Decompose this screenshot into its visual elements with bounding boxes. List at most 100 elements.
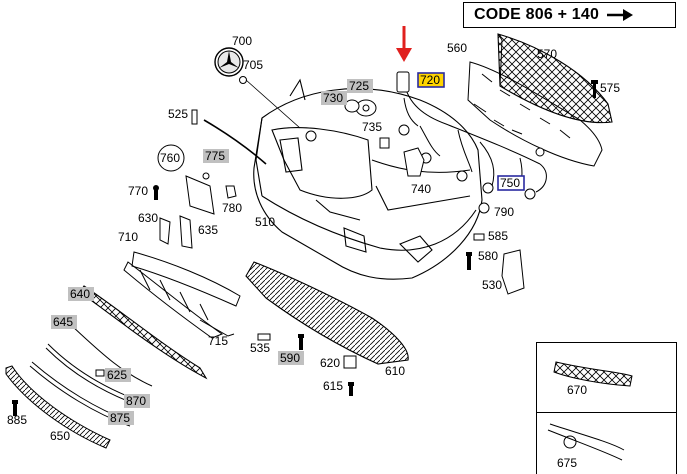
part-number-530: 530 bbox=[482, 278, 502, 292]
part-label-bg-870 bbox=[124, 394, 150, 408]
star-emblem-icon bbox=[305, 130, 317, 142]
part-label-705: 705 bbox=[243, 58, 263, 72]
part-number-715: 715 bbox=[208, 334, 228, 348]
part-number-620: 620 bbox=[320, 356, 340, 370]
part-label-bg-730 bbox=[321, 91, 347, 105]
bracket-630-icon bbox=[159, 215, 193, 249]
part-labels: 700 705 725 730 735 720 560 570 575 525 760 775 740 7… bbox=[7, 34, 620, 470]
part-label-bg-775 bbox=[203, 149, 229, 163]
pointer-arrow-icon bbox=[396, 26, 412, 62]
part-number-570: 570 bbox=[537, 47, 557, 61]
part-label-735: 735 bbox=[362, 120, 382, 134]
part-label-645: 645 bbox=[51, 315, 77, 329]
part-label-715: 715 bbox=[208, 334, 228, 348]
part-label-570: 570 bbox=[537, 47, 557, 61]
part-number-590: 590 bbox=[280, 351, 300, 365]
arrow-right-icon bbox=[607, 9, 634, 21]
trim-strip-645 bbox=[71, 325, 153, 387]
part-number-630: 630 bbox=[138, 211, 158, 225]
part-label-870: 870 bbox=[124, 394, 150, 408]
part-label-535: 535 bbox=[250, 341, 270, 355]
part-label-635: 635 bbox=[198, 223, 218, 237]
screw-615-icon bbox=[348, 382, 354, 396]
part-number-535: 535 bbox=[250, 341, 270, 355]
part-label-670: 670 bbox=[567, 383, 587, 397]
screw-770-icon bbox=[153, 185, 159, 200]
part-label-790: 790 bbox=[494, 205, 514, 219]
part-number-775: 775 bbox=[205, 149, 225, 163]
plate-bracket-775 bbox=[185, 172, 215, 215]
part-label-590: 590 bbox=[278, 351, 304, 365]
part-label-625: 625 bbox=[105, 368, 131, 382]
part-number-525: 525 bbox=[168, 107, 188, 121]
part-label-circle-760 bbox=[157, 144, 185, 172]
sensor-holder-735-icon bbox=[379, 137, 390, 149]
part-number-780: 780 bbox=[222, 201, 242, 215]
part-label-bg-590 bbox=[278, 351, 304, 365]
part-number-885: 885 bbox=[7, 413, 27, 427]
part-number-735: 735 bbox=[362, 120, 382, 134]
part-label-675: 675 bbox=[557, 456, 577, 470]
undertray-610 bbox=[245, 261, 409, 365]
part-label-770: 770 bbox=[128, 184, 148, 198]
clip-585-icon bbox=[473, 233, 485, 241]
connector-720-icon bbox=[396, 71, 410, 93]
bracket-740-icon bbox=[403, 147, 425, 177]
trim-strip-870 bbox=[45, 343, 133, 403]
sensor-730-icon bbox=[344, 99, 360, 113]
part-number-645: 645 bbox=[53, 315, 73, 329]
clip-625-icon bbox=[95, 369, 105, 377]
part-label-585: 585 bbox=[488, 229, 508, 243]
part-number-710: 710 bbox=[118, 230, 138, 244]
lower-grille-640 bbox=[79, 285, 208, 380]
part-number-575: 575 bbox=[600, 81, 620, 95]
part-label-730: 730 bbox=[321, 91, 347, 105]
nut-780-icon bbox=[225, 185, 237, 199]
part-number-760: 760 bbox=[160, 151, 180, 165]
part-label-bg-750 bbox=[497, 175, 525, 191]
star-emblem-700-icon bbox=[214, 47, 244, 77]
part-label-725: 725 bbox=[347, 79, 373, 93]
part-number-675: 675 bbox=[557, 456, 577, 470]
part-number-610: 610 bbox=[385, 364, 405, 378]
wiring-harness bbox=[403, 81, 547, 193]
part-label-640: 640 bbox=[68, 287, 94, 301]
part-number-730: 730 bbox=[323, 91, 343, 105]
part-number-770: 770 bbox=[128, 184, 148, 198]
cable-525 bbox=[203, 119, 267, 165]
part-label-630: 630 bbox=[138, 211, 158, 225]
part-number-625: 625 bbox=[107, 368, 127, 382]
part-number-650: 650 bbox=[50, 429, 70, 443]
clip-790-icon bbox=[478, 202, 490, 214]
part-number-640: 640 bbox=[70, 287, 90, 301]
part-label-875: 875 bbox=[108, 411, 134, 425]
part-number-705: 705 bbox=[243, 58, 263, 72]
part-label-700: 700 bbox=[232, 34, 252, 48]
part-label-bg-725 bbox=[347, 79, 373, 93]
screw-590-icon bbox=[298, 334, 304, 350]
screw-885-icon bbox=[12, 400, 18, 416]
part-number-750: 750 bbox=[500, 176, 520, 190]
part-label-710: 710 bbox=[118, 230, 138, 244]
part-label-615: 615 bbox=[323, 379, 343, 393]
part-number-870: 870 bbox=[126, 394, 146, 408]
part-number-560: 560 bbox=[447, 41, 467, 55]
part-label-740: 740 bbox=[411, 182, 431, 196]
part-number-740: 740 bbox=[411, 182, 431, 196]
grille-bracket bbox=[467, 61, 603, 167]
clip-525-icon bbox=[191, 109, 198, 125]
parking-sensor-icon bbox=[398, 124, 545, 200]
part-label-575: 575 bbox=[600, 81, 620, 95]
part-number-790: 790 bbox=[494, 205, 514, 219]
fog-light-trim-675 bbox=[547, 423, 625, 461]
clip-535-icon bbox=[257, 333, 271, 341]
part-label-bg-625 bbox=[105, 368, 131, 382]
part-label-560: 560 bbox=[447, 41, 467, 55]
part-label-525: 525 bbox=[168, 107, 188, 121]
part-number-720: 720 bbox=[420, 73, 440, 87]
part-label-885: 885 bbox=[7, 413, 27, 427]
part-label-720: 720 bbox=[417, 72, 445, 88]
part-label-610: 610 bbox=[385, 364, 405, 378]
